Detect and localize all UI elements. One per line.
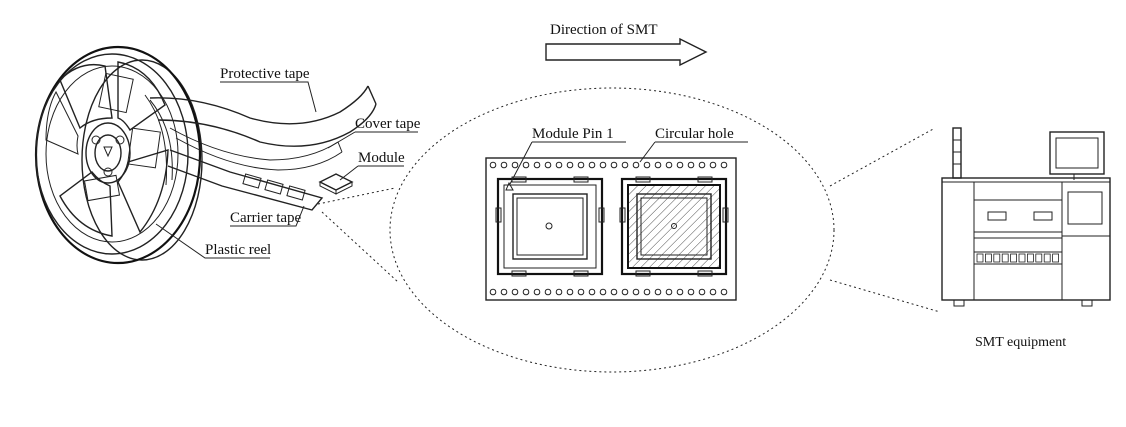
sprocket-hole bbox=[621, 288, 629, 296]
carrier-tape bbox=[167, 149, 324, 211]
sprocket-hole bbox=[654, 288, 662, 296]
feeder-slot bbox=[1043, 253, 1051, 263]
module-piece bbox=[318, 173, 354, 195]
direction-label: Direction of SMT bbox=[550, 22, 657, 38]
plastic-reel bbox=[34, 45, 203, 265]
module-leader bbox=[339, 165, 404, 181]
protective-tape-leader bbox=[220, 81, 317, 113]
carrier-tape-label: Carrier tape bbox=[230, 210, 302, 226]
smt-equipment-label: SMT equipment bbox=[975, 335, 1066, 350]
protective-tape bbox=[149, 85, 377, 147]
sprocket-hole bbox=[676, 161, 684, 169]
sprocket-hole bbox=[599, 161, 607, 169]
feeder-slot bbox=[985, 253, 992, 263]
feeder-slot bbox=[993, 253, 1001, 263]
sprocket-hole bbox=[544, 161, 552, 169]
feeder-slot bbox=[1027, 253, 1034, 263]
carrier-tape-detail bbox=[485, 157, 737, 301]
module-pin-label: Module Pin 1 bbox=[532, 126, 614, 142]
equipment-connector-bottom bbox=[829, 279, 941, 313]
smt-equipment bbox=[941, 127, 1111, 307]
sprocket-hole bbox=[643, 288, 651, 296]
sprocket-hole bbox=[555, 161, 563, 169]
sprocket-hole bbox=[654, 161, 662, 169]
sprocket-hole bbox=[687, 161, 695, 169]
sprocket-hole bbox=[577, 161, 585, 169]
sprocket-hole bbox=[511, 288, 519, 296]
sprocket-hole bbox=[720, 161, 728, 169]
sprocket-hole bbox=[632, 288, 640, 296]
feeder-slot bbox=[1035, 253, 1043, 263]
pocket-empty bbox=[495, 176, 605, 277]
sprocket-hole bbox=[522, 161, 530, 169]
sprocket-hole bbox=[599, 288, 607, 296]
sprocket-hole bbox=[665, 288, 673, 296]
sprocket-hole bbox=[544, 288, 552, 296]
sprocket-hole bbox=[500, 288, 508, 296]
sprocket-holes-top bbox=[489, 161, 728, 169]
sprocket-hole bbox=[588, 161, 596, 169]
sprocket-hole bbox=[709, 288, 717, 296]
sprocket-hole bbox=[610, 161, 618, 169]
sprocket-hole bbox=[500, 161, 508, 169]
equipment-connector-top bbox=[829, 127, 936, 187]
sprocket-holes-bottom bbox=[489, 288, 728, 296]
sprocket-hole bbox=[489, 288, 497, 296]
zoom-connector-top bbox=[317, 187, 396, 205]
sprocket-hole bbox=[665, 161, 673, 169]
sprocket-hole bbox=[533, 288, 541, 296]
feeder-slot bbox=[1052, 253, 1059, 263]
module-label: Module bbox=[358, 150, 405, 166]
zoom-connector-bottom bbox=[321, 211, 399, 283]
sprocket-hole bbox=[522, 288, 530, 296]
sprocket-hole bbox=[621, 161, 629, 169]
cover-tape-label: Cover tape bbox=[355, 116, 421, 132]
feeder-slots bbox=[976, 253, 1059, 263]
feeder-slot bbox=[1018, 253, 1026, 263]
module-pin-leader bbox=[509, 141, 626, 185]
plastic-reel-leader bbox=[155, 223, 270, 259]
sprocket-hole bbox=[720, 288, 728, 296]
carrier-tape-leader bbox=[230, 205, 305, 227]
sprocket-hole bbox=[610, 288, 618, 296]
sprocket-hole bbox=[566, 161, 574, 169]
feeder-slot bbox=[976, 253, 984, 263]
sprocket-hole bbox=[643, 161, 651, 169]
direction-arrow bbox=[545, 37, 708, 67]
protective-tape-label: Protective tape bbox=[220, 66, 310, 82]
sprocket-hole bbox=[577, 288, 585, 296]
sprocket-hole bbox=[555, 288, 563, 296]
sprocket-hole bbox=[687, 288, 695, 296]
sprocket-hole bbox=[698, 161, 706, 169]
sprocket-hole bbox=[676, 288, 684, 296]
circular-hole-leader bbox=[639, 141, 748, 163]
sprocket-hole bbox=[588, 288, 596, 296]
pin-1-marker-icon bbox=[505, 181, 514, 191]
sprocket-hole bbox=[533, 161, 541, 169]
sprocket-hole bbox=[698, 288, 706, 296]
sprocket-hole bbox=[632, 161, 640, 169]
zoom-ellipse bbox=[389, 87, 835, 373]
cover-tape-leader bbox=[327, 131, 418, 149]
sprocket-hole bbox=[709, 161, 717, 169]
sprocket-hole bbox=[489, 161, 497, 169]
circular-hole-label: Circular hole bbox=[655, 126, 734, 142]
feeder-slot bbox=[1010, 253, 1017, 263]
feeder-slot bbox=[1001, 253, 1009, 263]
plastic-reel-label: Plastic reel bbox=[205, 242, 271, 258]
pocket-with-module bbox=[619, 176, 729, 277]
sprocket-hole bbox=[566, 288, 574, 296]
cover-tape bbox=[169, 127, 343, 171]
sprocket-hole bbox=[511, 161, 519, 169]
